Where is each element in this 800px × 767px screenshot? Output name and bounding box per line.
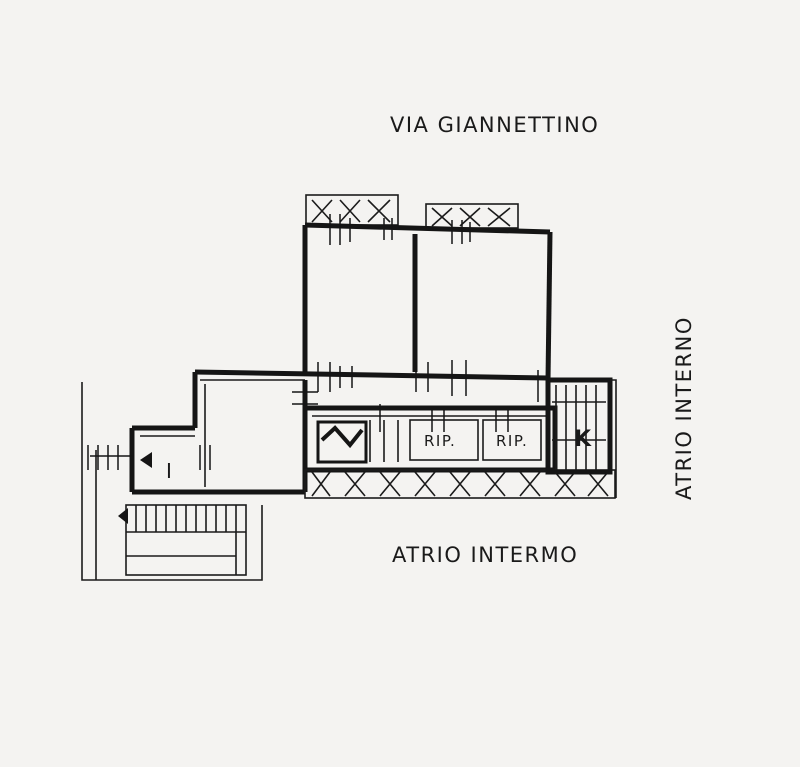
stair-marker: I bbox=[166, 459, 173, 483]
staircase bbox=[81, 382, 263, 581]
corner-marker: K bbox=[574, 427, 593, 452]
storage-label-2: RIP. bbox=[496, 432, 528, 450]
atrium-right-label: ATRIO INTERNO bbox=[672, 316, 696, 500]
storage-label-1: RIP. bbox=[424, 432, 456, 450]
atrium-bottom-label: ATRIO INTERMO bbox=[392, 543, 578, 567]
opening-ticks bbox=[87, 214, 549, 470]
street-label: VIA GIANNETTINO bbox=[390, 113, 599, 137]
corner-block bbox=[545, 377, 617, 498]
